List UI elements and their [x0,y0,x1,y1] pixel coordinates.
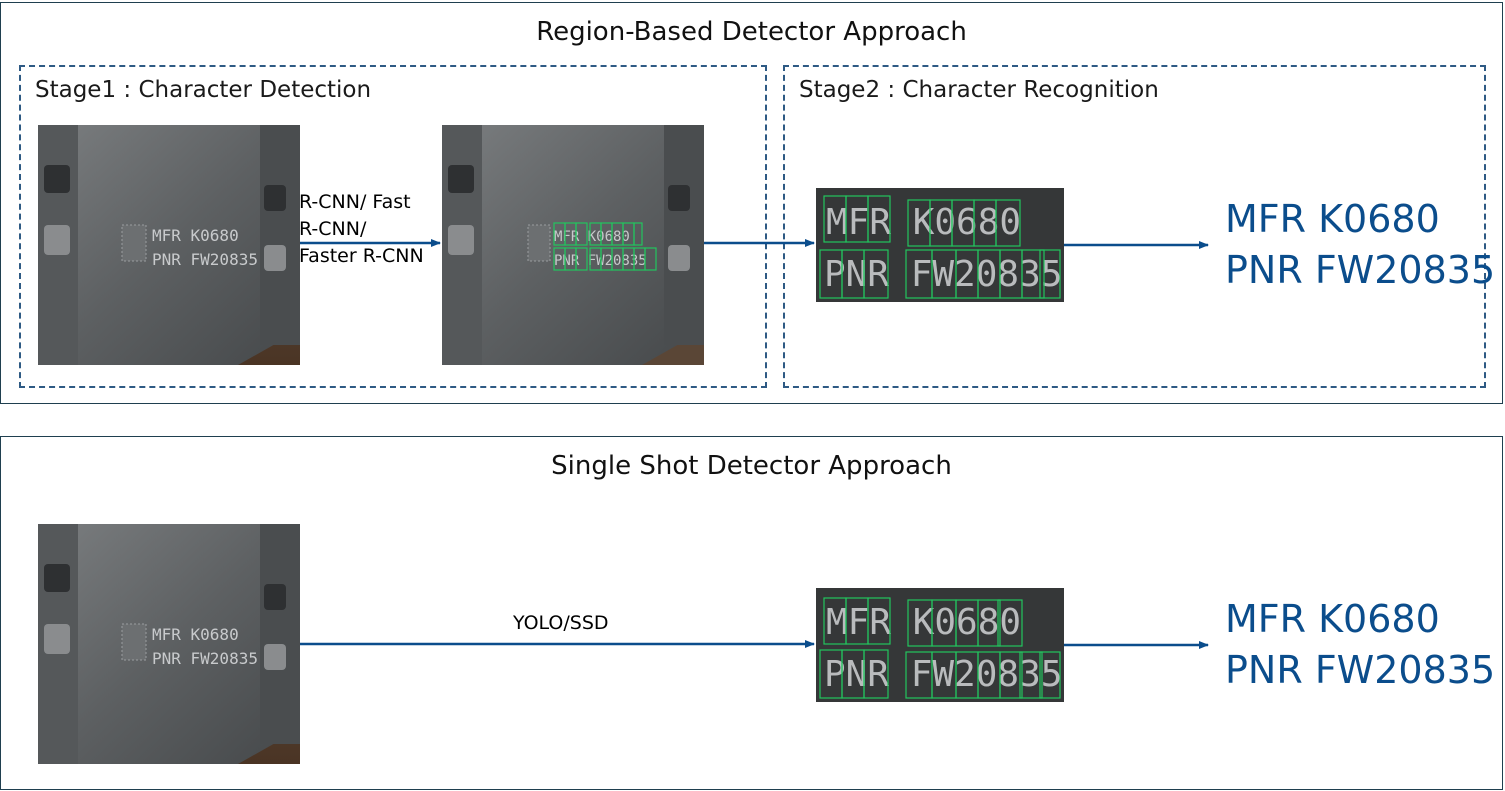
engraving-line2-b: PNR FW20835 [152,649,258,668]
rcnn-label-line2: R-CNN/ [299,218,367,240]
recognition-crop-image: MFR K0680 PNR FW20835 [816,188,1064,302]
single-shot-boxes [819,597,1061,699]
region-based-panel: Region-Based Detector Approach Stage1 : … [0,2,1503,404]
part-photo-image: MFR K0680 PNR FW20835 [38,125,300,365]
rcnn-method-label: R-CNN/ Fast R-CNN/ Faster R-CNN [299,189,424,270]
region-based-result: MFR K0680 PNR FW20835 [1225,194,1495,296]
single-shot-crop: MFR K0680 PNR FW20835 [816,588,1064,702]
rcnn-label-line1: R-CNN/ Fast [299,191,411,213]
detected-line2: PNR FW20835 [554,253,647,269]
crop2-line2: PNR FW20835 [824,654,1062,695]
input-photo-single-shot: MFR K0680 PNR FW20835 [38,524,300,764]
single-shot-panel: Single Shot Detector Approach [0,436,1503,790]
engraving-line2: PNR FW20835 [152,250,258,269]
input-photo-region: MFR K0680 PNR FW20835 [38,125,300,365]
recognition-crop-region: MFR K0680 PNR FW20835 [816,188,1064,302]
crop-line2: PNR FW20835 [824,254,1062,295]
engraving-line1: MFR K0680 [152,226,239,245]
recognition-boxes [819,195,1061,299]
crop2-line1: MFR K0680 [826,602,1021,643]
stage2-box: Stage2 : Character Recognition [783,65,1486,388]
panel-title-region-based: Region-Based Detector Approach [536,17,967,47]
rcnn-label-line3: Faster R-CNN [299,245,424,267]
engraving-line1-b: MFR K0680 [152,625,239,644]
result2-line1: MFR K0680 [1225,597,1440,641]
single-shot-result: MFR K0680 PNR FW20835 [1225,594,1495,696]
detected-photo: MFR K0680 PNR FW20835 [442,125,704,365]
stage1-box: Stage1 : Character Detection [19,65,767,388]
result2-line2: PNR FW20835 [1225,648,1496,692]
detected-photo-image: MFR K0680 PNR FW20835 [442,125,704,365]
yolo-ssd-label: YOLO/SSD [513,612,609,634]
stage2-title: Stage2 : Character Recognition [799,77,1159,103]
detected-line1: MFR K0680 [554,229,630,245]
result-line1: MFR K0680 [1225,197,1440,241]
single-shot-crop-image: MFR K0680 PNR FW20835 [816,588,1064,702]
crop-line1: MFR K0680 [826,202,1021,243]
stage1-title: Stage1 : Character Detection [35,77,372,103]
part-photo-image-2: MFR K0680 PNR FW20835 [38,524,300,764]
detection-boxes [553,222,657,271]
panel-title-single-shot: Single Shot Detector Approach [551,451,952,481]
result-line2: PNR FW20835 [1225,248,1496,292]
